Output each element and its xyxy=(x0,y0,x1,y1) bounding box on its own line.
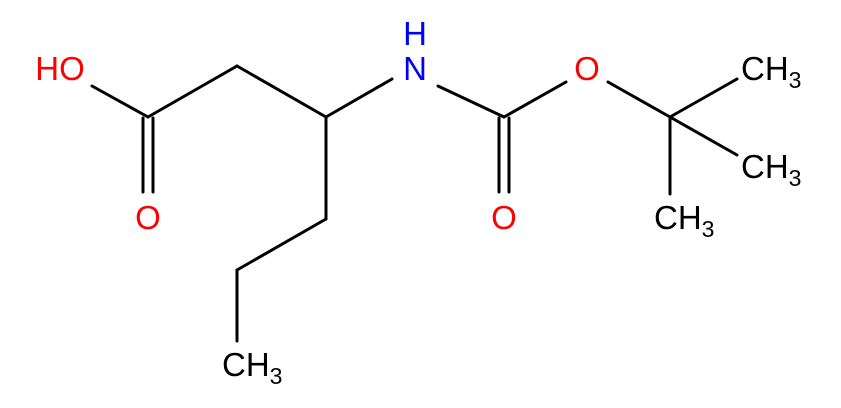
atom-methyl-bottom-count: 3 xyxy=(702,216,715,242)
atom-carbamate-oxygen: O xyxy=(491,199,517,236)
atom-methyl-middle: CH3 xyxy=(741,148,801,191)
bond-hydroxyl-carboxyl xyxy=(90,84,150,119)
atom-terminal-methyl: CH3 xyxy=(222,346,282,389)
bond-ester-oxygen-quaternary xyxy=(606,80,672,119)
bond-carboxyl-methylene xyxy=(146,64,239,119)
atom-amine-nitrogen: N xyxy=(403,50,427,87)
bond-quaternary-methyl-top xyxy=(668,77,739,119)
atom-methyl-middle-count: 3 xyxy=(789,165,802,191)
bond-nitrogen-carbamate xyxy=(436,84,506,119)
atom-methyl-top-count: 3 xyxy=(789,67,802,93)
bond-methine-nitrogen xyxy=(324,77,394,119)
bond-propyl-1-2 xyxy=(235,217,328,272)
atom-amine-hydrogen: H xyxy=(403,15,427,52)
atom-hydroxyl: HO xyxy=(35,50,85,87)
bond-methylene-methine xyxy=(235,64,328,119)
atom-ester-oxygen: O xyxy=(574,50,600,87)
bond-carbamate-ester-oxygen xyxy=(502,80,568,119)
atom-methyl-bottom-symbol: CH xyxy=(654,199,702,236)
atom-methyl-top-symbol: CH xyxy=(741,50,789,87)
atom-terminal-methyl-symbol: CH xyxy=(222,346,270,383)
atom-methyl-bottom: CH3 xyxy=(654,199,714,242)
atom-carboxyl-oxygen: O xyxy=(135,199,161,236)
bonds xyxy=(90,64,739,343)
bond-quaternary-methyl-middle xyxy=(668,115,739,157)
atom-methyl-middle-symbol: CH xyxy=(741,148,789,185)
atom-methyl-top: CH3 xyxy=(741,50,801,93)
atom-terminal-methyl-count: 3 xyxy=(270,363,283,389)
atom-labels: HO O H N O O CH3 CH3 CH3 CH3 xyxy=(35,15,801,389)
